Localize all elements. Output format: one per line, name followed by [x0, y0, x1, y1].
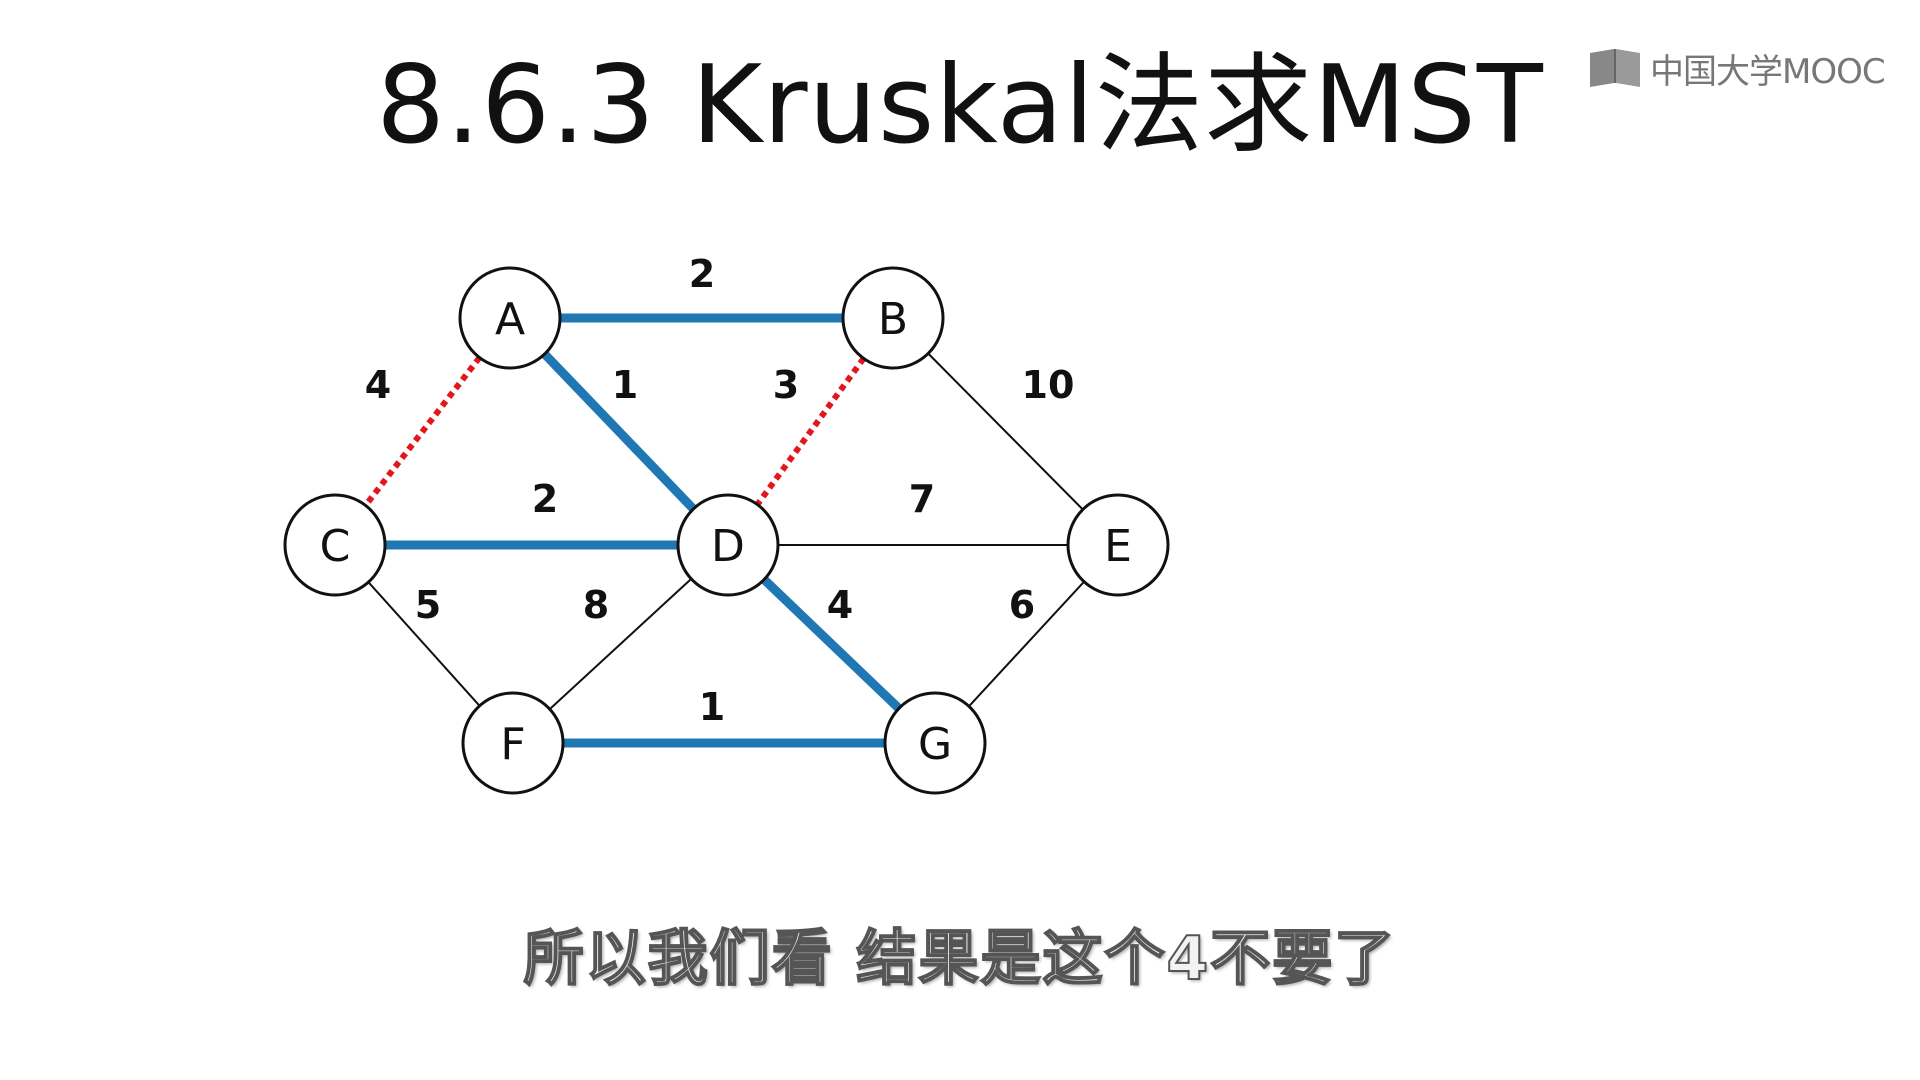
- slide-title: 8.6.3 Kruskal法求MST: [376, 43, 1544, 168]
- node-label-A: A: [495, 294, 525, 345]
- node-label-C: C: [320, 521, 351, 572]
- edge-weight-C-F: 5: [415, 583, 441, 627]
- node-A: A: [458, 266, 562, 370]
- node-circle-D: [676, 493, 780, 597]
- edge-weight-C-D: 2: [532, 477, 558, 521]
- node-G: G: [883, 691, 987, 795]
- edge-C-F: [367, 581, 481, 707]
- edge-weight-B-D: 3: [773, 363, 799, 407]
- node-label-D: D: [711, 521, 745, 572]
- edge-weight-D-F: 8: [583, 583, 609, 627]
- edge-weight-E-G: 6: [1009, 583, 1035, 627]
- node-label-G: G: [918, 719, 952, 770]
- node-label-B: B: [878, 294, 908, 345]
- edge-B-E: [927, 352, 1084, 511]
- node-D: D: [676, 493, 780, 597]
- edge-weight-D-E: 7: [909, 477, 935, 521]
- edge-D-F: [549, 578, 692, 710]
- node-E: E: [1066, 493, 1170, 597]
- edges-layer: 2 4 1 3 10 2 7 5 8 4 6 1: [363, 252, 1085, 748]
- mooc-book-icon: [1588, 47, 1642, 89]
- nodes-layer: A B C D E F G: [283, 266, 1170, 795]
- node-F: F: [461, 691, 565, 795]
- mooc-logo-text: 中国大学MOOC: [1650, 51, 1886, 92]
- edge-weight-A-C: 4: [365, 363, 391, 407]
- edge-weight-A-B: 2: [689, 252, 715, 296]
- node-circle-C: [283, 493, 387, 597]
- node-label-F: F: [500, 719, 525, 770]
- node-C: C: [283, 493, 387, 597]
- node-circle-B: [841, 266, 945, 370]
- node-circle-F: [461, 691, 565, 795]
- edge-weight-A-D: 1: [612, 363, 638, 407]
- caption-subtitle: 所以我们看 结果是这个4不要了: [523, 923, 1397, 995]
- edge-E-G: [968, 581, 1085, 707]
- edge-A-D: [541, 350, 697, 513]
- edge-weight-D-G: 4: [827, 583, 853, 627]
- node-circle-E: [1066, 493, 1170, 597]
- node-circle-A: [458, 266, 562, 370]
- edge-weight-B-E: 10: [1022, 363, 1075, 407]
- node-B: B: [841, 266, 945, 370]
- edge-D-G: [761, 576, 902, 712]
- node-label-E: E: [1104, 521, 1132, 572]
- edge-A-C: [363, 355, 482, 508]
- edge-B-D: [754, 356, 867, 507]
- edge-weight-F-G: 1: [699, 685, 725, 729]
- mooc-logo: 中国大学MOOC: [1588, 44, 1886, 92]
- node-circle-G: [883, 691, 987, 795]
